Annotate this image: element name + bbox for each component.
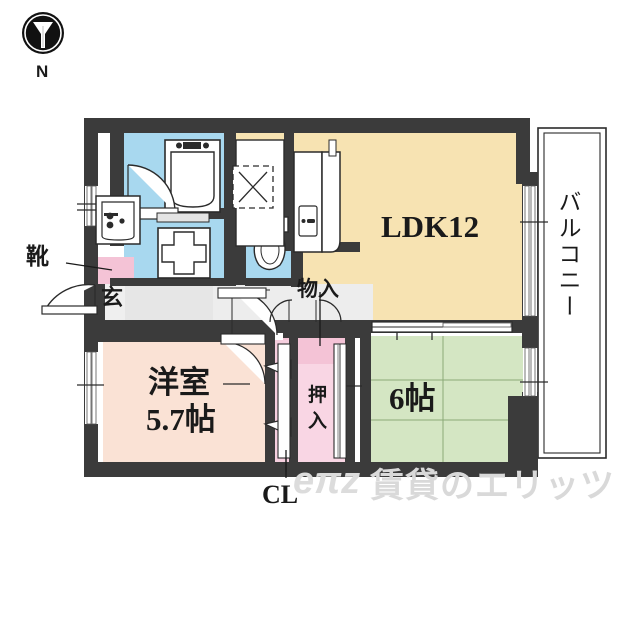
entrance-door-icon (41, 283, 98, 315)
watermark-text: 賃貸のエリッツ (370, 467, 615, 505)
washroom-counter (156, 212, 210, 223)
washbasin-icon (95, 195, 141, 245)
western-room-floor (103, 340, 268, 462)
bedroom-door-icon (220, 333, 266, 385)
room-label-ldk: LDK12 (381, 209, 480, 244)
closet-folding-doors-icon (263, 343, 292, 459)
fusuma-sliding-door-icon (371, 321, 513, 333)
room-label-balcony: バルコニー (555, 190, 580, 320)
annotation-closet-line2: 入 (308, 411, 328, 432)
storage-doors-icon (269, 299, 342, 323)
oshiire-sliding-doors-icon (333, 343, 347, 459)
leader-lines (65, 262, 321, 478)
room-label-japanese: 6帖 (389, 381, 436, 416)
annotation-shoe-cabinet: 靴 (26, 244, 49, 269)
annotation-closet-cl: CL (262, 480, 299, 509)
ventilation-marker-icon (232, 165, 274, 209)
north-arrow-icon (22, 12, 64, 54)
annotation-storage: 物入 (297, 277, 339, 301)
watermark-logo: eπz (293, 460, 361, 502)
kitchen-vent-icon (328, 139, 337, 157)
room-label-genkan: 玄 (101, 285, 124, 310)
balcony-area (537, 127, 607, 459)
bathtub-icon (164, 139, 221, 213)
washing-machine-pan-icon (157, 227, 211, 279)
openings (85, 185, 537, 425)
western-room-door-icon (217, 287, 278, 336)
kitchen-sink-icon (293, 151, 341, 253)
annotation-closet-line1: 押 (308, 385, 328, 406)
room-label-western-top: 洋室 (148, 365, 210, 400)
room-label-western-bottom: 5.7帖 (146, 402, 216, 437)
compass-label: N (36, 62, 49, 81)
